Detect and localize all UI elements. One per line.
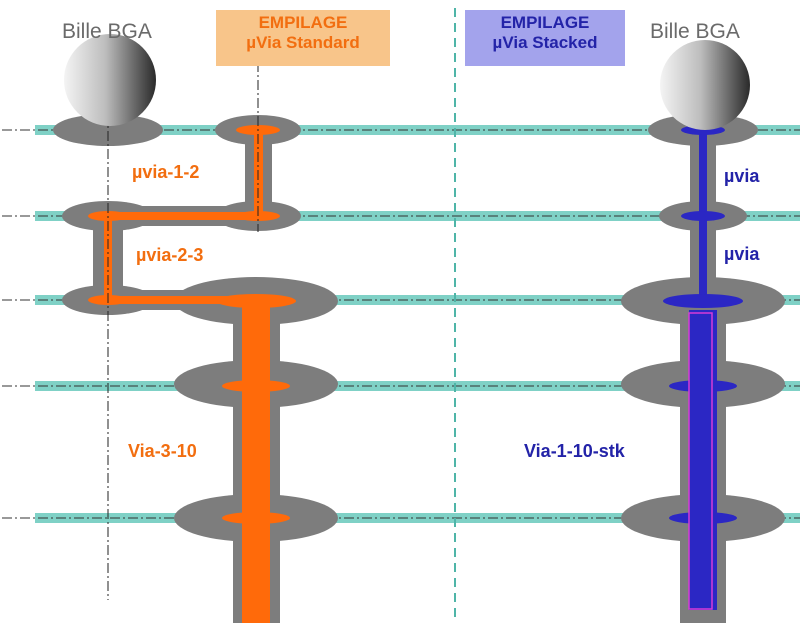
label-uvia-mid: µvia (724, 244, 760, 264)
label-via-3-10: Via-3-10 (128, 441, 197, 461)
stacked-stack-box: EMPILAGE µVia Stacked (465, 10, 625, 66)
stacked-box-line1: EMPILAGE (500, 13, 590, 32)
label-uvia-2-3: µvia-2-3 (136, 245, 204, 265)
standard-box-line2: µVia Standard (246, 33, 360, 52)
label-uvia-1-2: µvia-1-2 (132, 162, 200, 182)
right-ball-label: Bille BGA (650, 20, 740, 43)
label-via-1-10-stk: Via-1-10-stk (524, 441, 625, 461)
stacked-box-line2: µVia Stacked (492, 33, 598, 52)
standard-stack-box: EMPILAGE µVia Standard (216, 10, 390, 66)
orange-via-copper (88, 125, 296, 623)
right-bga-ball (660, 40, 750, 130)
label-uvia-top: µvia (724, 166, 760, 186)
stacked-via-outline (688, 312, 713, 610)
standard-box-line1: EMPILAGE (258, 13, 348, 32)
left-ball-label: Bille BGA (62, 20, 152, 43)
left-bga-ball (64, 34, 156, 126)
via-axis-lines (107, 44, 259, 600)
